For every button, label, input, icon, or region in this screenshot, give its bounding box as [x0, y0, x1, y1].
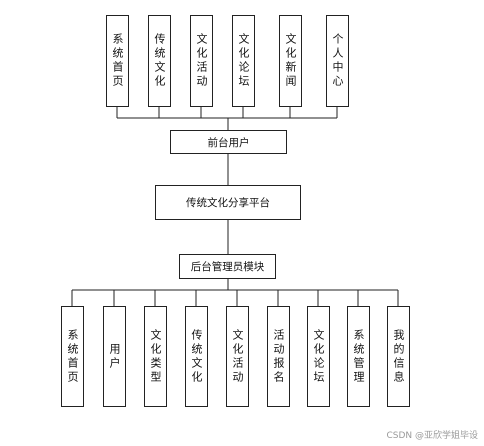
module-box-personal-center: 个人中心 — [326, 15, 349, 107]
module-label: 文化新闻 — [284, 33, 297, 89]
module-label: 文化活动 — [195, 33, 208, 89]
module-label: 文化论坛 — [312, 328, 325, 385]
module-box-traditional-culture-admin: 传统文化 — [185, 306, 208, 407]
module-label: 文化类型 — [149, 328, 162, 385]
module-box-users: 用户 — [103, 306, 126, 407]
module-box-system-management: 系统管理 — [347, 306, 370, 407]
front-user-label: 前台用户 — [207, 136, 250, 149]
module-box-culture-forum: 文化论坛 — [232, 15, 255, 107]
module-label: 传统文化 — [153, 33, 166, 89]
module-label: 系统首页 — [111, 33, 124, 89]
module-label: 文化活动 — [231, 328, 244, 385]
module-box-culture-forum-admin: 文化论坛 — [307, 306, 330, 407]
module-box-traditional-culture: 传统文化 — [148, 15, 171, 107]
module-box-culture-type: 文化类型 — [144, 306, 167, 407]
module-label: 文化论坛 — [237, 33, 250, 89]
platform-box: 传统文化分享平台 — [155, 185, 301, 220]
module-label: 我的信息 — [392, 328, 405, 385]
module-label: 系统管理 — [352, 328, 365, 385]
module-box-activity-signup: 活动报名 — [267, 306, 290, 407]
module-box-culture-activity-admin: 文化活动 — [226, 306, 249, 407]
front-user-box: 前台用户 — [170, 130, 287, 154]
module-label: 系统首页 — [66, 328, 79, 385]
platform-label: 传统文化分享平台 — [186, 197, 270, 209]
module-label: 用户 — [108, 342, 121, 371]
module-box-system-home: 系统首页 — [106, 15, 129, 107]
backend-admin-label: 后台管理员模块 — [190, 261, 265, 273]
module-label: 个人中心 — [331, 33, 344, 89]
module-box-culture-activity: 文化活动 — [190, 15, 213, 107]
backend-admin-box: 后台管理员模块 — [179, 254, 276, 279]
module-box-culture-news: 文化新闻 — [279, 15, 302, 107]
watermark: CSDN @亚欣学姐毕设 — [386, 431, 478, 441]
module-label: 活动报名 — [272, 328, 285, 385]
module-label: 传统文化 — [190, 328, 203, 385]
module-box-system-home-admin: 系统首页 — [61, 306, 84, 407]
module-box-my-info: 我的信息 — [387, 306, 410, 407]
